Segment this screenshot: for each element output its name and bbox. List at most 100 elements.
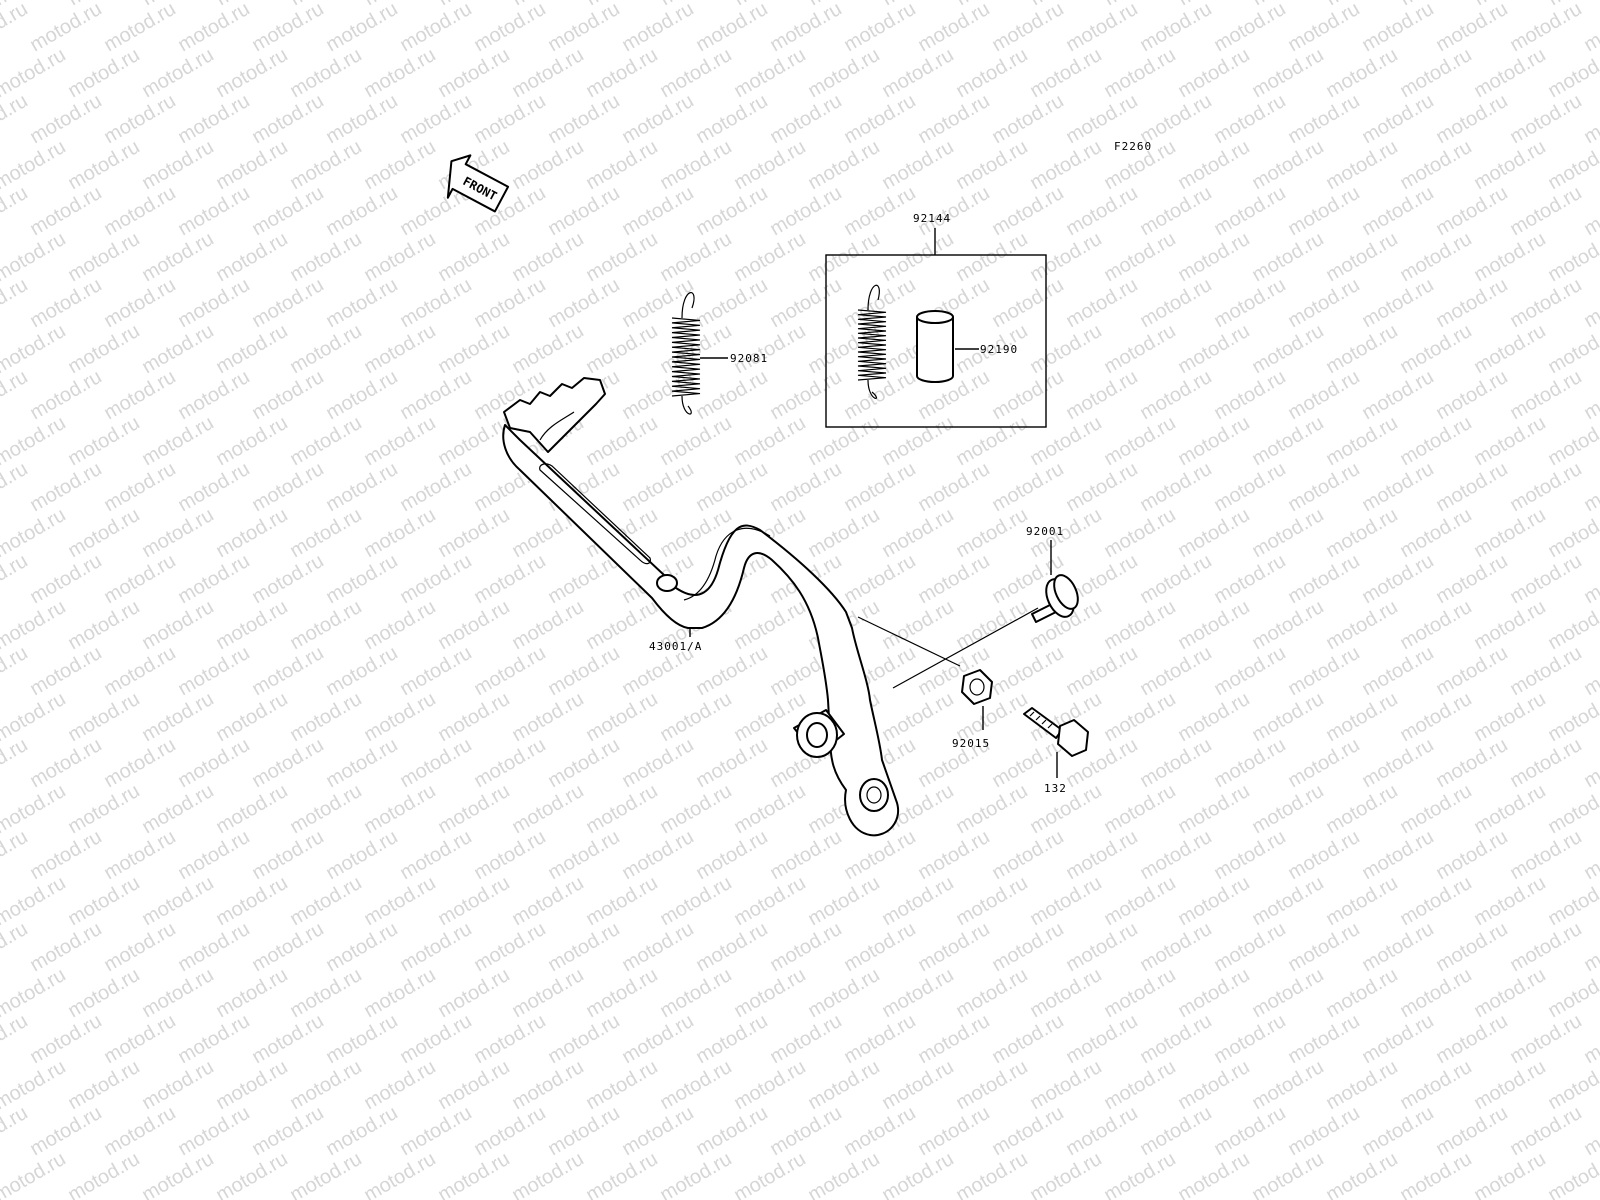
nut-icon [961, 669, 993, 705]
watermark-text: motod.ru [212, 596, 291, 655]
watermark-text: motod.ru [100, 550, 179, 609]
watermark-text: motod.ru [988, 366, 1067, 425]
watermark-text: motod.ru [1210, 1102, 1289, 1161]
watermark-text: motod.ru [434, 596, 513, 655]
watermark-text: motod.ru [26, 0, 105, 56]
watermark-text: motod.ru [1136, 274, 1215, 333]
watermark-text: motod.ru [0, 1194, 32, 1200]
watermark-text: motod.ru [1506, 642, 1585, 701]
watermark-text: motod.ru [1506, 182, 1585, 241]
watermark-text: motod.ru [544, 734, 623, 793]
watermark-text: motod.ru [64, 504, 143, 563]
watermark-text: motod.ru [100, 1102, 179, 1161]
watermark-text: motod.ru [988, 90, 1067, 149]
watermark-text: motod.ru [544, 1010, 623, 1069]
watermark-text: motod.ru [952, 504, 1031, 563]
watermark-text: motod.ru [1026, 1056, 1105, 1115]
watermark-text: motod.ru [212, 872, 291, 931]
watermark-text: motod.ru [840, 274, 919, 333]
axis-line-lower [892, 607, 1039, 689]
watermark-text: motod.ru [1174, 228, 1253, 287]
watermark-text: motod.ru [1284, 734, 1363, 793]
watermark-text: motod.ru [322, 826, 401, 885]
watermark-text: motod.ru [1210, 182, 1289, 241]
watermark-text: motod.ru [26, 826, 105, 885]
watermark-text: motod.ru [100, 274, 179, 333]
watermark-text: motod.ru [434, 44, 513, 103]
watermark-text: motod.ru [64, 872, 143, 931]
watermark-text: motod.ru [0, 0, 32, 56]
watermark-text: motod.ru [360, 780, 439, 839]
watermark-text: motod.ru [1396, 688, 1475, 747]
watermark-text: motod.ru [1210, 366, 1289, 425]
watermark-text: motod.ru [656, 412, 735, 471]
watermark-text: motod.ru [582, 964, 661, 1023]
watermark-text: motod.ru [174, 1102, 253, 1161]
watermark-text: motod.ru [174, 458, 253, 517]
watermark-text: motod.ru [582, 688, 661, 747]
watermark-text: motod.ru [322, 1102, 401, 1161]
watermark-text: motod.ru [1432, 366, 1511, 425]
watermark-text: motod.ru [26, 274, 105, 333]
watermark-text: motod.ru [1248, 1056, 1327, 1115]
watermark-text: motod.ru [100, 1194, 179, 1200]
watermark-text: motod.ru [1284, 1194, 1363, 1200]
watermark-text: motod.ru [730, 228, 809, 287]
watermark-text: motod.ru [988, 642, 1067, 701]
watermark-text: motod.ru [1284, 1010, 1363, 1069]
watermark-text: motod.ru [1358, 274, 1437, 333]
watermark-text: motod.ru [1470, 136, 1549, 195]
watermark-text: motod.ru [286, 872, 365, 931]
watermark-text: motod.ru [174, 734, 253, 793]
watermark-text: motod.ru [0, 826, 32, 885]
watermark-text: motod.ru [952, 1056, 1031, 1115]
watermark-text: motod.ru [470, 274, 549, 333]
watermark-text: motod.ru [878, 688, 957, 747]
watermark-text: motod.ru [1026, 1148, 1105, 1200]
watermark-text: motod.ru [952, 596, 1031, 655]
watermark-text: motod.ru [1470, 688, 1549, 747]
watermark-text: motod.ru [1396, 1148, 1475, 1200]
axis-line-upper [857, 616, 961, 667]
watermark-text: motod.ru [248, 550, 327, 609]
watermark-text: motod.ru [1062, 918, 1141, 977]
watermark-text: motod.ru [692, 0, 771, 56]
watermark-text: motod.ru [470, 918, 549, 977]
watermark-text: motod.ru [804, 412, 883, 471]
watermark-text: motod.ru [1210, 918, 1289, 977]
watermark-text: motod.ru [1432, 274, 1511, 333]
watermark-text: motod.ru [434, 1056, 513, 1115]
watermark-text: motod.ru [1062, 366, 1141, 425]
watermark-text: motod.ru [1322, 412, 1401, 471]
watermark-text: motod.ru [878, 412, 957, 471]
watermark-text: motod.ru [804, 1056, 883, 1115]
watermark-text: motod.ru [1322, 1148, 1401, 1200]
watermark-text: motod.ru [322, 1010, 401, 1069]
watermark-text: motod.ru [470, 0, 549, 56]
watermark-text: motod.ru [1470, 44, 1549, 103]
watermark-text: motod.ru [1174, 688, 1253, 747]
watermark-text: motod.ru [1506, 0, 1585, 56]
watermark-text: motod.ru [840, 1194, 919, 1200]
watermark-text: motod.ru [212, 412, 291, 471]
watermark-text: motod.ru [360, 596, 439, 655]
watermark-text: motod.ru [1100, 964, 1179, 1023]
watermark-text: motod.ru [1062, 182, 1141, 241]
watermark-text: motod.ru [26, 734, 105, 793]
watermark-text: motod.ru [952, 228, 1031, 287]
watermark-text: motod.ru [248, 0, 327, 56]
watermark-text: motod.ru [582, 872, 661, 931]
watermark-text: motod.ru [544, 1194, 623, 1200]
watermark-text: motod.ru [174, 182, 253, 241]
watermark-text: motod.ru [1322, 44, 1401, 103]
watermark-text: motod.ru [138, 964, 217, 1023]
watermark-text: motod.ru [100, 734, 179, 793]
watermark-text: motod.ru [1136, 0, 1215, 56]
watermark-text: motod.ru [396, 642, 475, 701]
watermark-text: motod.ru [360, 44, 439, 103]
watermark-text: motod.ru [138, 1056, 217, 1115]
watermark-text: motod.ru [618, 458, 697, 517]
watermark-text: motod.ru [286, 320, 365, 379]
watermark-text: motod.ru [212, 320, 291, 379]
watermark-text: motod.ru [1470, 412, 1549, 471]
